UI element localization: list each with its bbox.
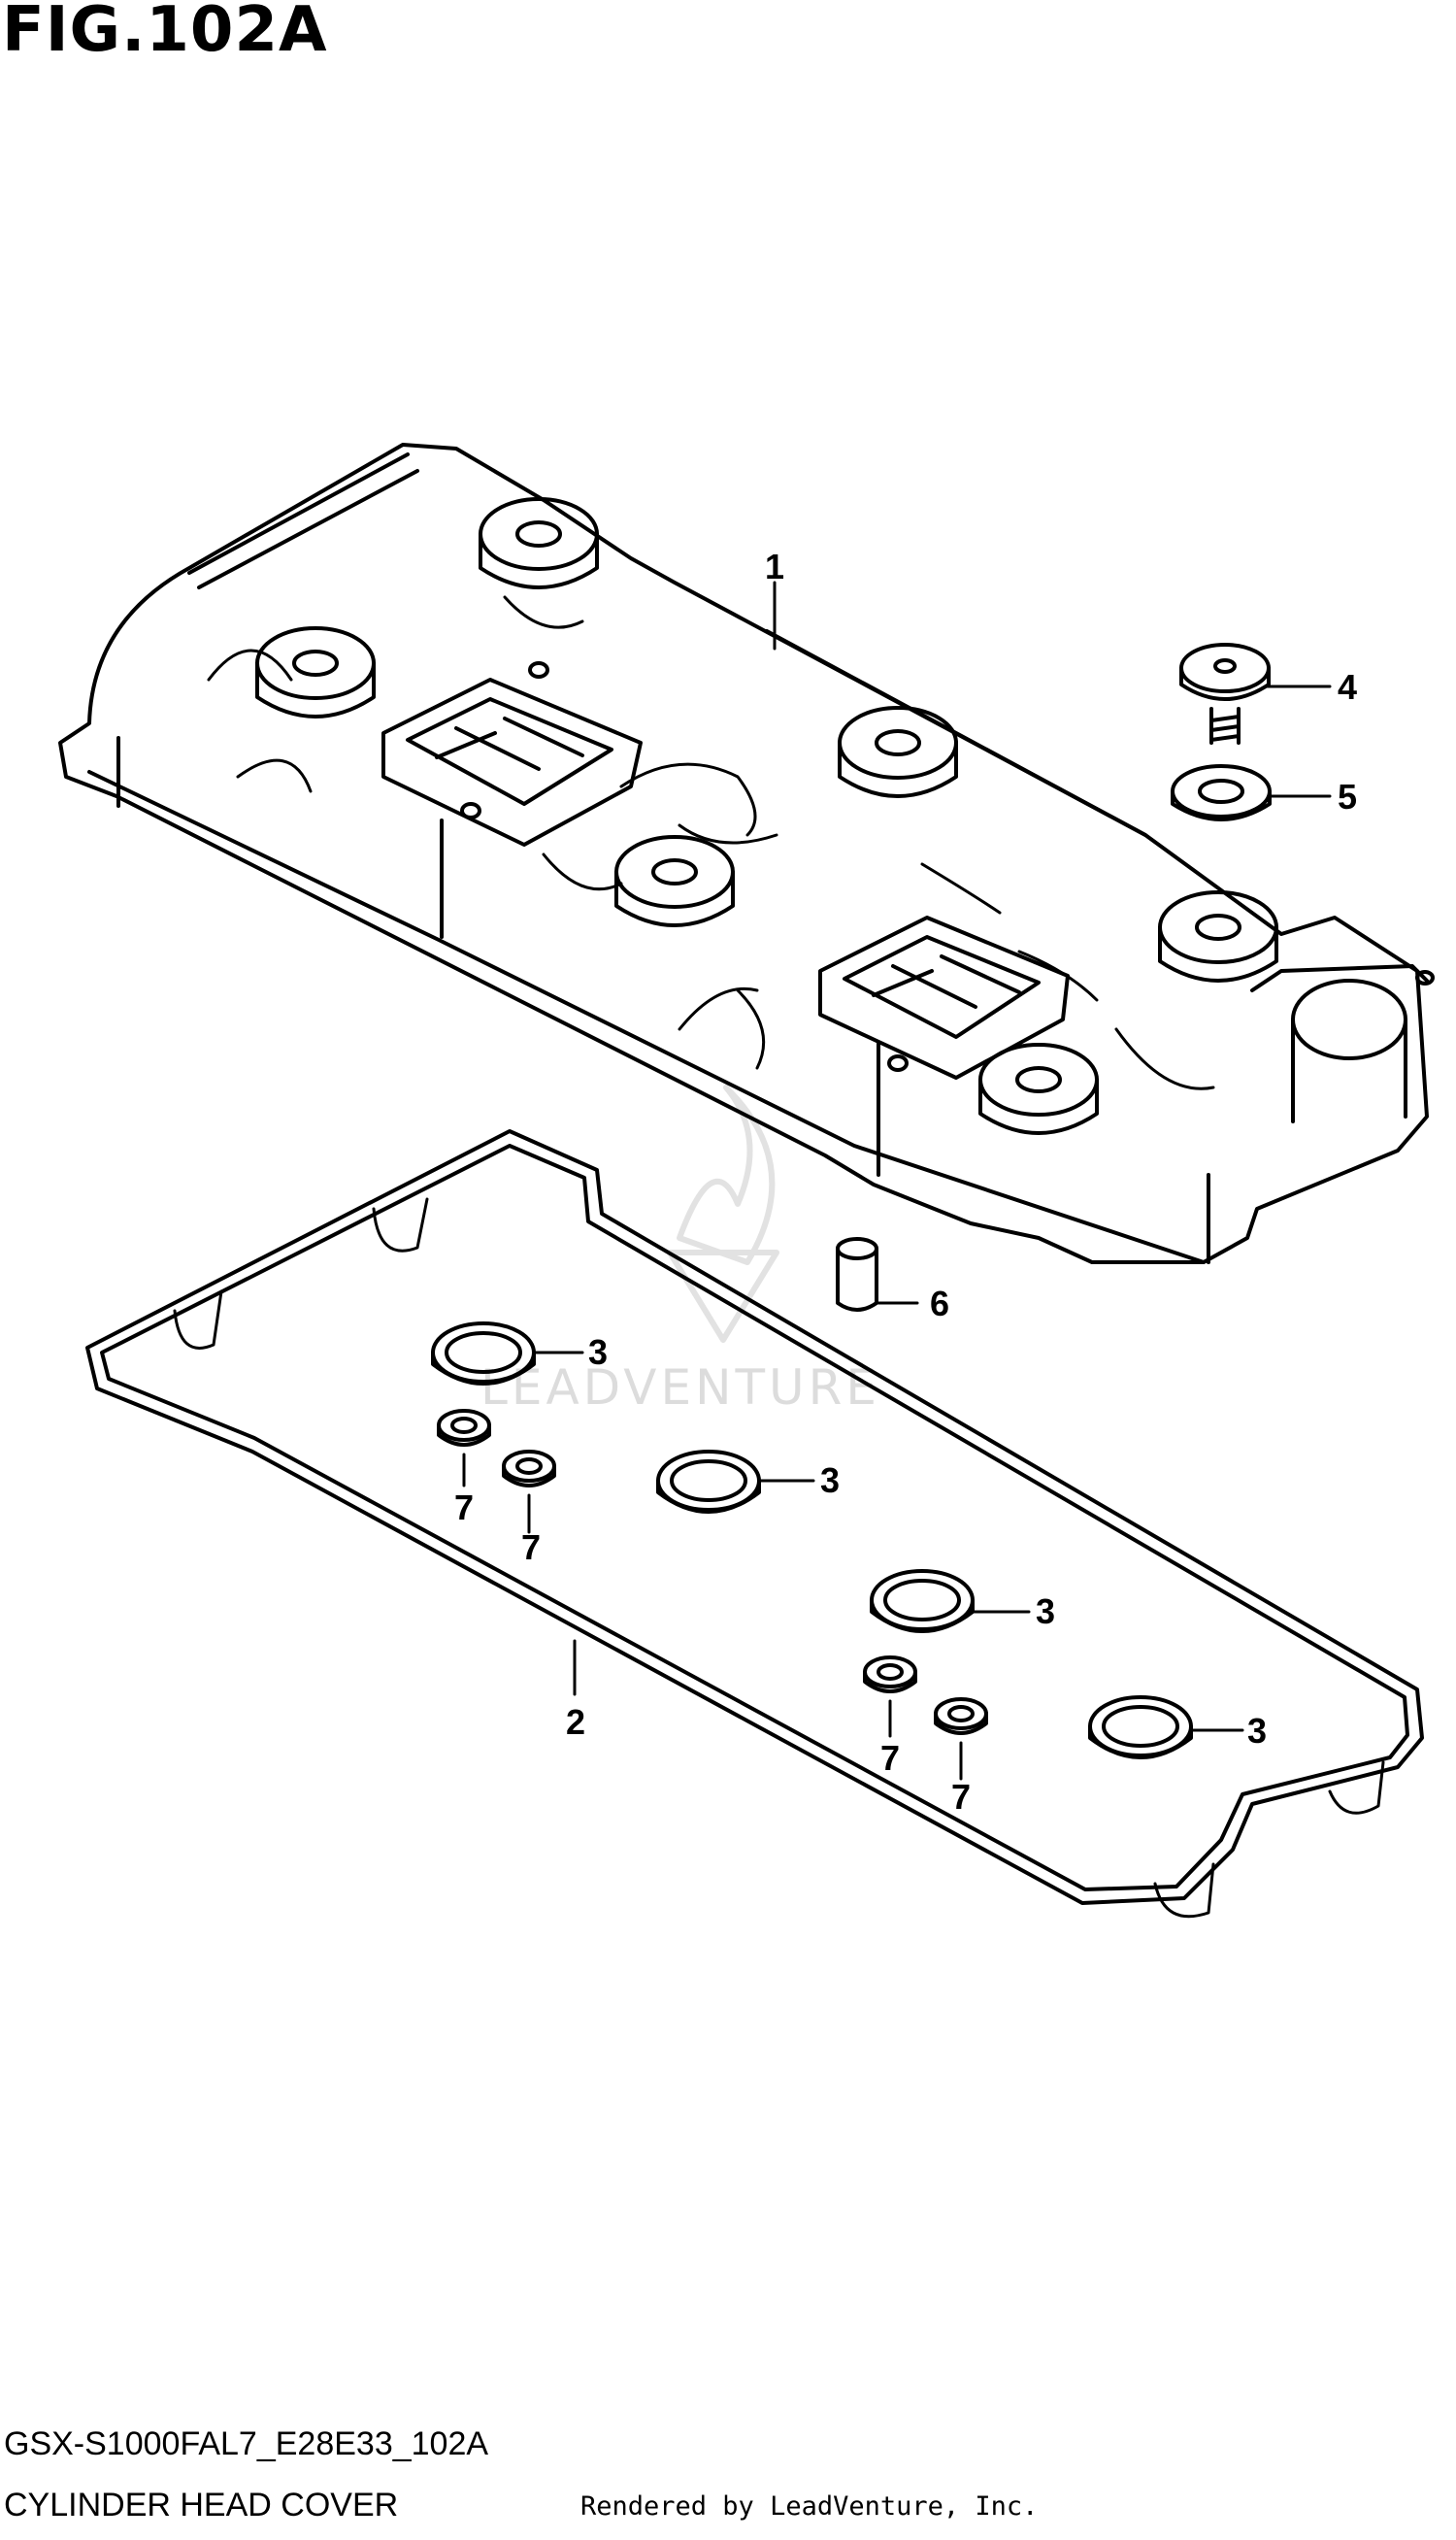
gasket-tabs bbox=[173, 1197, 1385, 1919]
spark-plug-boss bbox=[1158, 890, 1278, 983]
small-grommet[interactable] bbox=[502, 1450, 556, 1487]
callout-7b: 7 bbox=[521, 1527, 541, 1567]
diagram-code: GSX-S1000FAL7_E28E33_102A bbox=[4, 2425, 489, 2462]
dowel-pin[interactable] bbox=[836, 1237, 878, 1312]
breather-housing bbox=[818, 916, 1070, 1080]
callout-3b: 3 bbox=[820, 1460, 840, 1500]
callout-7a: 7 bbox=[454, 1487, 474, 1527]
gasket-inner bbox=[100, 1144, 1409, 1891]
cover-ridge bbox=[187, 452, 1147, 837]
small-grommet[interactable] bbox=[934, 1697, 988, 1735]
small-grommet[interactable] bbox=[437, 1409, 491, 1447]
spark-plug-boss bbox=[614, 835, 735, 927]
callout-5: 5 bbox=[1338, 777, 1357, 817]
cylinder-head-cover-gasket[interactable] bbox=[85, 1129, 1424, 1919]
diagram-name: CYLINDER HEAD COVER bbox=[4, 2487, 399, 2523]
callout-4: 4 bbox=[1338, 667, 1357, 707]
cover-outline bbox=[58, 443, 1429, 1264]
callout-labels: 1 2 3 3 3 3 4 5 6 7 7 7 7 bbox=[454, 547, 1357, 1817]
gasket-outer bbox=[85, 1129, 1424, 1905]
breather-housing bbox=[381, 661, 643, 847]
callout-3a: 3 bbox=[588, 1332, 608, 1372]
watermark: LEADVENTURE bbox=[480, 1085, 880, 1416]
small-grommet[interactable] bbox=[863, 1655, 917, 1693]
watermark-text: LEADVENTURE bbox=[480, 1359, 880, 1416]
leader-lines bbox=[462, 581, 1332, 1781]
spark-plug-boss bbox=[838, 706, 958, 798]
cover-bolt-washer[interactable] bbox=[1171, 764, 1272, 821]
cover-side-wall bbox=[116, 736, 1210, 1264]
spark-plug-boss bbox=[255, 626, 376, 719]
cover-base-flange bbox=[87, 770, 1206, 1264]
callout-2: 2 bbox=[566, 1702, 585, 1742]
spark-plug-boss bbox=[978, 1043, 1099, 1135]
cylinder-head-cover[interactable] bbox=[58, 443, 1435, 1264]
oil-filler-neck bbox=[1250, 964, 1435, 1123]
render-credit: Rendered by LeadVenture, Inc. bbox=[580, 2491, 1039, 2522]
spark-plug-seal[interactable] bbox=[656, 1450, 761, 1514]
callout-3c: 3 bbox=[1036, 1591, 1055, 1631]
spark-plug-seal[interactable] bbox=[870, 1569, 975, 1633]
spark-plug-seal[interactable] bbox=[1088, 1695, 1193, 1759]
callout-7c: 7 bbox=[880, 1738, 900, 1778]
callout-1: 1 bbox=[765, 547, 784, 586]
callout-3d: 3 bbox=[1247, 1711, 1267, 1751]
callout-7d: 7 bbox=[951, 1777, 971, 1817]
spark-plug-boss bbox=[479, 497, 599, 589]
callout-6: 6 bbox=[930, 1284, 949, 1323]
spark-plug-seal[interactable] bbox=[431, 1321, 536, 1386]
figure-title: FIG.102A bbox=[2, 0, 328, 66]
cover-bolt[interactable] bbox=[1179, 643, 1271, 745]
